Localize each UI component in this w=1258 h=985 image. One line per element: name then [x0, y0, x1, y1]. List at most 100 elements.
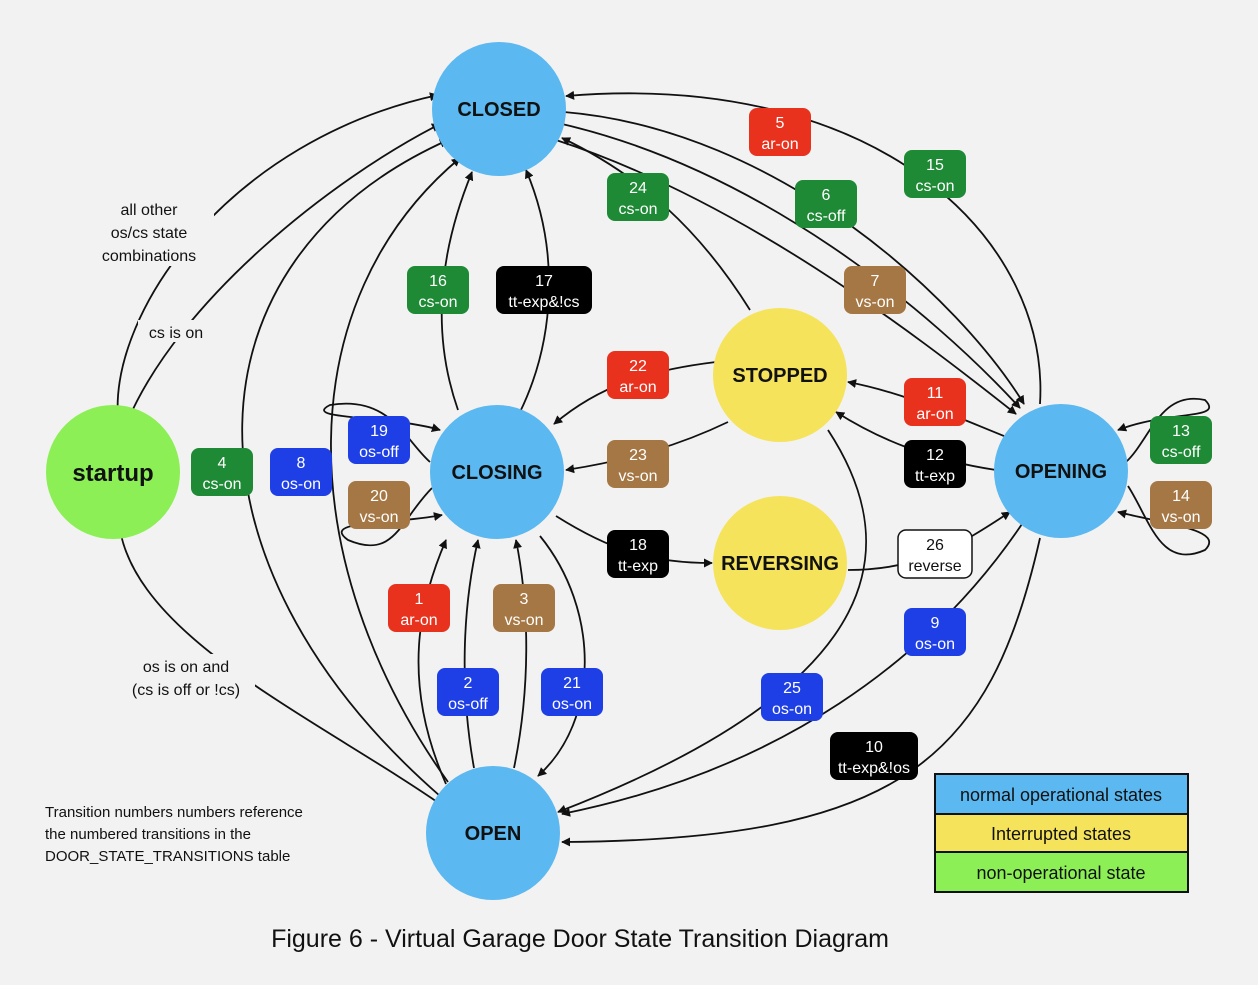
transition-condition: vs-on [855, 294, 894, 311]
label-all-other-line3: combinations [102, 248, 196, 265]
transition-number: 19 [370, 423, 388, 440]
transition-badge-box [541, 668, 603, 716]
transition-condition: ar-on [400, 612, 437, 629]
transition-condition: ar-on [619, 379, 656, 396]
note-line3: DOOR_STATE_TRANSITIONS table [45, 848, 290, 865]
transition-number: 15 [926, 157, 944, 174]
edge-open-closing-2 [463, 539, 481, 769]
transition-condition: os-off [359, 444, 399, 461]
transition-number: 11 [927, 385, 944, 402]
transition-badge-box [795, 180, 857, 228]
transition-number: 6 [822, 187, 831, 204]
figure-caption: Figure 6 - Virtual Garage Door State Tra… [271, 925, 889, 953]
edge-closing-open-21 [537, 535, 586, 777]
state-startup: startup [46, 405, 180, 539]
transition-number: 20 [370, 488, 388, 505]
transition-number: 22 [629, 358, 647, 375]
state-closed-label: CLOSED [457, 99, 540, 121]
transition-badge-19: 19 os-off [348, 416, 410, 464]
state-reversing-circle [713, 496, 847, 630]
transition-number: 8 [297, 455, 306, 472]
transition-condition: cs-off [807, 208, 846, 225]
transition-number: 7 [871, 273, 880, 290]
transition-number: 9 [931, 615, 940, 632]
edge-startup-closed-cs-on [127, 123, 441, 421]
transition-badge-box [437, 668, 499, 716]
transition-condition: cs-on [418, 294, 457, 311]
legend-label-interrupted: Interrupted states [991, 824, 1131, 844]
transition-condition: cs-off [1162, 444, 1201, 461]
transition-badge-3: 3 vs-on [493, 584, 555, 632]
legend-swatch-interrupted [934, 813, 1189, 853]
transition-badge-box [607, 440, 669, 488]
transition-condition: os-off [448, 696, 488, 713]
transition-badge-5: 5 ar-on [749, 108, 811, 156]
transition-badge-box [904, 150, 966, 198]
transition-condition: vs-on [618, 468, 657, 485]
transition-badge-23: 23 vs-on [607, 440, 669, 488]
transition-condition: vs-on [1161, 509, 1200, 526]
state-nodes: CLOSED CLOSING OPEN OPENING STOPPED REVE… [46, 42, 1128, 900]
legend-label-non-operational: non-operational state [976, 863, 1145, 883]
transition-badge-box [607, 351, 669, 399]
transition-badge-7: 7 vs-on [844, 266, 906, 314]
edge-closed-opening-7 [555, 139, 1017, 415]
transition-badge-2: 2os-off [437, 668, 499, 716]
state-startup-label: startup [72, 460, 153, 487]
label-os-on-line2: (cs is off or !cs) [132, 682, 240, 699]
transition-badge-9: 9 os-on [904, 608, 966, 656]
edge-opening-open-9 [561, 523, 1023, 817]
label-backdrop [88, 196, 214, 266]
transition-condition: tt-exp [618, 558, 658, 575]
reference-note: Transition numbers numbers reference the… [45, 804, 303, 865]
edge-open-closing-1 [417, 539, 447, 785]
transition-number: 23 [629, 447, 647, 464]
transition-number: 5 [776, 115, 785, 132]
transition-number: 3 [520, 591, 529, 608]
transition-badge-10: 10 tt-exp&!os [830, 732, 918, 780]
transition-condition: tt-exp&!cs [508, 294, 579, 311]
state-opening: OPENING [994, 404, 1128, 538]
transition-badge-1: 1 ar-on [388, 584, 450, 632]
transition-badge-11: 11 ar-on [904, 378, 966, 426]
transition-badge-6: 6 cs-off [795, 180, 857, 228]
transition-badge-box [270, 448, 332, 496]
transition-number: 25 [783, 680, 801, 697]
transition-condition: os-on [772, 701, 812, 718]
legend-swatch-non-operational [934, 851, 1189, 893]
transition-condition: tt-exp&!os [838, 760, 910, 777]
transition-condition: vs-on [504, 612, 543, 629]
transition-condition: ar-on [916, 406, 953, 423]
transition-condition: os-on [552, 696, 592, 713]
transition-number: 1 [415, 591, 424, 608]
transition-badge-22: 22 ar-on [607, 351, 669, 399]
label-cs-is-on: cs is on [149, 325, 203, 342]
state-open-label: OPEN [465, 823, 522, 845]
label-backdrop [115, 654, 255, 700]
transition-condition: cs-on [202, 476, 241, 493]
transition-badge-box [897, 529, 973, 579]
transition-condition: os-on [915, 636, 955, 653]
state-closing-circle [430, 405, 564, 539]
state-opening-label: OPENING [1015, 461, 1107, 483]
transition-badge-box [407, 266, 469, 314]
state-reversing: REVERSING [713, 496, 847, 630]
transition-badge-box [904, 608, 966, 656]
transition-badge-box [348, 416, 410, 464]
transition-badge-box [348, 481, 410, 529]
transition-number: 12 [926, 447, 944, 464]
transition-badge-4: 4cs-on [191, 448, 253, 496]
transition-condition: ar-on [761, 136, 798, 153]
transition-number: 24 [629, 180, 647, 197]
transition-number: 10 [865, 739, 883, 756]
